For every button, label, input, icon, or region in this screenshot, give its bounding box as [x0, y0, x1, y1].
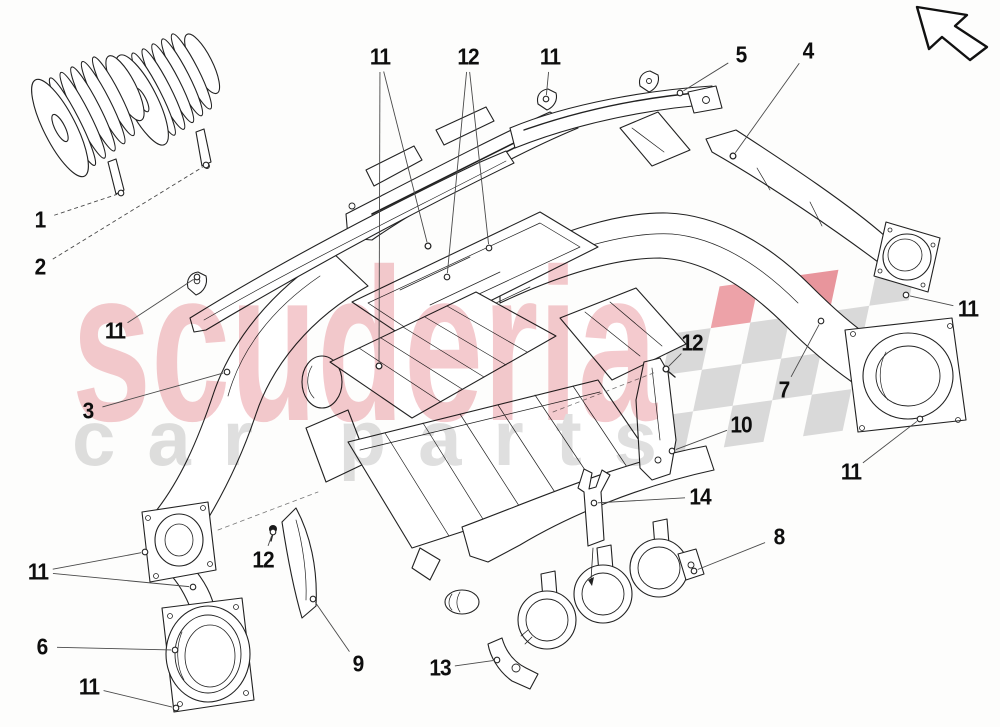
part-right-s-duct — [499, 212, 967, 433]
callout-14-target-dot — [590, 499, 598, 507]
callout-9-target-dot — [309, 595, 317, 603]
callout-11e-target-dot — [916, 415, 924, 423]
callout-4[interactable]: 4 — [802, 37, 815, 64]
part-square-vent — [141, 501, 217, 583]
callout-13-target-dot — [493, 656, 501, 664]
callout-2-target-dot — [202, 161, 210, 169]
callout-6[interactable]: 6 — [36, 633, 49, 660]
alignment-dashes — [217, 371, 657, 531]
part-right-vent-strip — [509, 70, 723, 167]
callout-11d-leader — [909, 295, 954, 307]
callout-11c-target-dot — [542, 95, 550, 103]
callout-3-target-dot — [223, 368, 231, 376]
callout-2-leader — [52, 166, 203, 260]
callout-10-leader — [675, 429, 728, 451]
callout-8-target-dot — [690, 567, 698, 575]
callout-1-leader — [54, 193, 118, 216]
callout-4-leader — [734, 62, 800, 154]
callout-11b-target-dot — [375, 362, 383, 370]
part-defroster-strip — [186, 150, 515, 333]
hose-strap-rear — [195, 128, 212, 167]
callout-14-leader — [597, 497, 686, 504]
callout-13-leader — [454, 660, 494, 667]
callout-12a[interactable]: 12 — [457, 43, 479, 70]
part-hvac-assembly — [301, 211, 687, 615]
watermark-brand-text: scuderia — [72, 224, 658, 466]
callout-6-leader — [56, 646, 172, 651]
watermark-sub-text: car parts — [72, 394, 657, 482]
callout-5[interactable]: 5 — [735, 41, 748, 68]
callout-11b-leader — [383, 71, 428, 243]
callout-11c-leader — [545, 71, 550, 96]
callout-7-target-dot — [817, 317, 825, 325]
hose-strap-front — [107, 158, 125, 195]
part-coiled-hose-front — [31, 55, 145, 178]
callout-11a-leader — [127, 278, 194, 324]
callout-12a-target-dot — [443, 273, 451, 281]
callout-11b-leader — [378, 71, 381, 363]
callout-11b[interactable]: 11 — [369, 43, 391, 70]
callout-11g[interactable]: 11 — [78, 673, 100, 700]
callout-1-target-dot — [117, 189, 125, 197]
callout-11f-leader — [52, 552, 142, 570]
part-side-baffle — [281, 507, 317, 619]
callout-5-target-dot — [676, 89, 684, 97]
callout-11f-leader — [52, 572, 190, 588]
callout-11e[interactable]: 11 — [840, 458, 862, 485]
callout-11g-leader — [103, 690, 173, 708]
part-upper-right-duct — [705, 129, 941, 293]
callout-6-target-dot — [171, 646, 179, 654]
part-round-vent — [161, 597, 255, 713]
callout-7-leader — [790, 324, 820, 377]
callout-12c[interactable]: 12 — [252, 546, 274, 573]
callout-11b-target-dot — [424, 242, 432, 250]
part-support-bracket — [577, 468, 611, 586]
direction-arrow-icon — [915, 5, 989, 62]
callout-9-leader — [314, 602, 350, 652]
callout-3-leader — [102, 372, 224, 408]
callout-12b-target-dot — [662, 365, 670, 373]
callout-12b-leader — [668, 353, 682, 367]
callout-12a-leader — [469, 71, 490, 245]
callout-8-leader — [697, 542, 766, 570]
callout-11a-target-dot — [193, 273, 201, 281]
callout-11e-leader — [862, 421, 918, 464]
callout-13[interactable]: 13 — [429, 654, 451, 681]
callout-11c[interactable]: 11 — [539, 43, 561, 70]
part-tall-bracket — [635, 357, 677, 481]
callout-11g-target-dot — [172, 704, 180, 712]
callout-11a[interactable]: 11 — [104, 317, 126, 344]
callout-11f-target-dot — [189, 583, 197, 591]
callout-12c-leader — [267, 535, 273, 547]
part-coiled-hose-rear — [115, 33, 221, 146]
callout-11f[interactable]: 11 — [27, 558, 49, 585]
callout-11d[interactable]: 11 — [957, 295, 979, 322]
callout-11d-target-dot — [902, 291, 910, 299]
callout-10[interactable]: 10 — [730, 411, 752, 438]
callout-12b[interactable]: 12 — [681, 329, 703, 356]
callout-5-leader — [683, 62, 729, 92]
callout-12a-target-dot — [485, 244, 493, 252]
callout-8[interactable]: 8 — [773, 523, 786, 550]
callout-10-target-dot — [668, 447, 676, 455]
callout-12a-leader — [446, 71, 468, 274]
callout-7[interactable]: 7 — [778, 376, 791, 403]
callout-11f-target-dot — [141, 548, 149, 556]
callout-14[interactable]: 14 — [689, 483, 711, 510]
callout-4-target-dot — [729, 152, 737, 160]
callout-9[interactable]: 9 — [352, 650, 365, 677]
callout-3[interactable]: 3 — [82, 397, 95, 424]
callout-1[interactable]: 1 — [34, 206, 47, 233]
callout-2[interactable]: 2 — [34, 253, 47, 280]
callout-12c-target-dot — [269, 528, 277, 536]
